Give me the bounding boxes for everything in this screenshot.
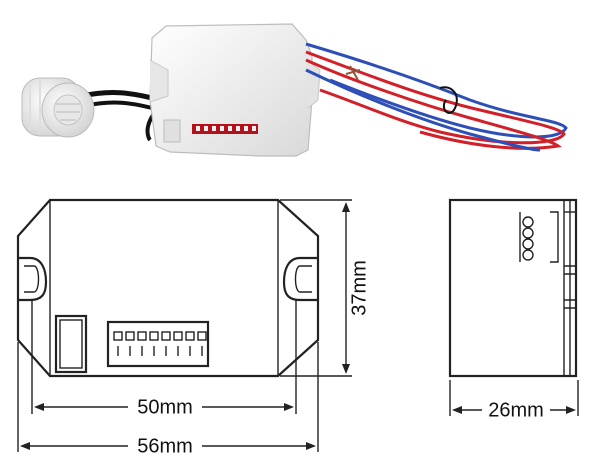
terminal-block	[192, 124, 258, 134]
dimension-label-50mm: 50mm	[137, 396, 193, 418]
dimension-50mm: 50mm	[31, 300, 297, 419]
module-body	[149, 23, 321, 157]
dimension-56mm: 56mm	[17, 342, 319, 458]
dimension-label-56mm: 56mm	[137, 435, 193, 457]
dimension-37mm: 37mm	[280, 199, 370, 377]
terminal-block-drawing	[106, 320, 210, 368]
dimension-label-26mm: 26mm	[488, 399, 544, 421]
dimension-26mm: 26mm	[449, 380, 579, 422]
sensor-cable	[81, 90, 161, 103]
wire-bundle	[305, 42, 568, 152]
pir-sensor-head	[21, 77, 95, 138]
coiled-leads	[519, 212, 534, 262]
front-view-drawing: 37mm 50mm 56mm	[16, 198, 370, 458]
side-view-drawing: 26mm	[448, 198, 579, 422]
product-photo	[21, 23, 568, 157]
dimension-label-37mm: 37mm	[348, 260, 370, 316]
